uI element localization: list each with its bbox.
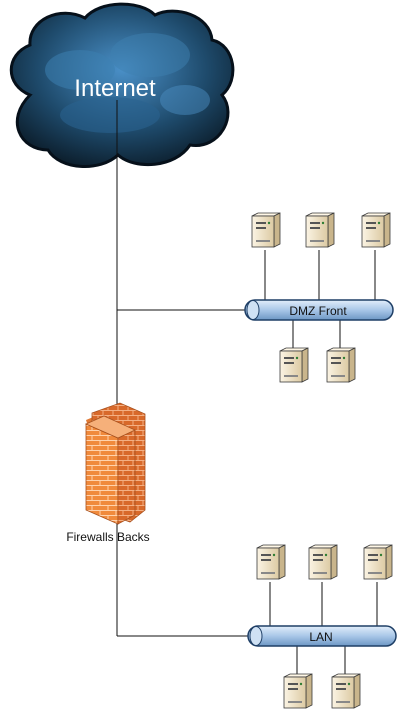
lan-bus: [247, 625, 397, 647]
dmz-server-top-2-server-icon: [305, 212, 335, 248]
lan-server-bottom-1-server-icon: [283, 673, 313, 709]
dmz-server-bottom-2-server-icon: [326, 347, 356, 383]
dmz-bus-label: DMZ Front: [289, 304, 347, 318]
dmz-server-top-1-server-icon: [251, 212, 281, 248]
firewall-icon: [85, 402, 146, 525]
dmz-server-top-3-server-icon: [361, 212, 391, 248]
lan-server-top-1-server-icon: [256, 544, 286, 580]
dmz-bus: [244, 299, 394, 321]
dmz-server-bottom-1-server-icon: [279, 347, 309, 383]
connection-lines: [116, 100, 378, 674]
firewall-label: Firewalls Backs: [66, 530, 149, 544]
lan-bus-label: LAN: [309, 630, 332, 644]
lan-server-top-3-server-icon: [363, 544, 393, 580]
lan-server-top-2-server-icon: [308, 544, 338, 580]
internet-cloud-icon: [9, 2, 235, 168]
lan-server-bottom-2-server-icon: [331, 673, 361, 709]
internet-label: Internet: [74, 75, 156, 102]
